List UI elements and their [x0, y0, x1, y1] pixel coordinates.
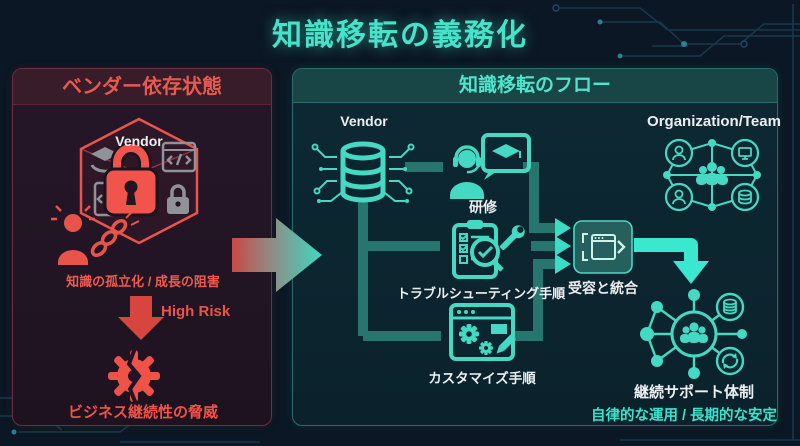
- threat-label: ビジネス継続性の脅威: [67, 404, 218, 421]
- organization-network-icon: [663, 138, 761, 212]
- page-title: 知識移転の義務化: [272, 19, 528, 52]
- padlock-icon: [167, 184, 189, 214]
- database-circuit-icon: [311, 141, 415, 203]
- support-system-label: 継続サポート体制: [633, 384, 754, 401]
- member-person-icon: [672, 145, 752, 205]
- trainer-headset-icon: [450, 133, 531, 199]
- organization-team-label: Organization/Team: [647, 113, 781, 130]
- vendor-dependency-illustration: [51, 117, 199, 405]
- troubleshooting-clipboard-icon: [452, 220, 525, 279]
- flow-connectors: [358, 162, 709, 341]
- gear-icon: [459, 324, 479, 344]
- pencil-icon: [496, 334, 516, 354]
- red-lock-icon: [103, 141, 159, 217]
- trainer-person: [450, 145, 484, 199]
- stability-label: 自律的な運用 / 長期的な安定: [590, 408, 778, 424]
- wrench-icon: [499, 225, 525, 251]
- vendor-dependency-header: ベンダー依存状態: [13, 69, 271, 105]
- knowledge-flow-panel: 知識移転のフロー: [292, 68, 781, 426]
- integration-window-icon: [573, 220, 633, 274]
- knowledge-flow-header: 知識移転のフロー: [293, 69, 777, 103]
- training-label: 研修: [469, 199, 497, 215]
- integration-label: 受容と統合: [568, 280, 638, 296]
- gear-small-icon: [479, 341, 493, 355]
- distressed-person-icon: [51, 205, 95, 265]
- customization-label: カスタマイズ手順: [428, 371, 536, 386]
- vendor-hexagon-label: Vendor: [115, 133, 163, 149]
- code-window-icon: [161, 141, 197, 173]
- broken-gear-icon: [108, 347, 160, 405]
- database-node-icon: [723, 298, 737, 315]
- vendor-dependency-panel: ベンダー依存状態: [12, 68, 272, 426]
- team-group-icon: [696, 162, 728, 185]
- dependency-to-flow-arrow-icon: [232, 218, 322, 292]
- converge-arrowheads: [555, 218, 571, 274]
- support-network-icon: [640, 289, 747, 379]
- sync-node-icon: [721, 353, 739, 369]
- vendor-db-label: Vendor: [340, 113, 388, 129]
- chain-icon: [90, 211, 140, 257]
- customize-window-icon: [449, 303, 516, 361]
- flow-elbow-arrow-icon: [634, 238, 709, 284]
- isolation-label: 知識の孤立化 / 成長の阻害: [66, 274, 220, 289]
- troubleshooting-label: トラブルシューティング手順: [396, 286, 566, 301]
- high-risk-arrow-icon: [118, 296, 164, 340]
- high-risk-label: High Risk: [161, 303, 231, 320]
